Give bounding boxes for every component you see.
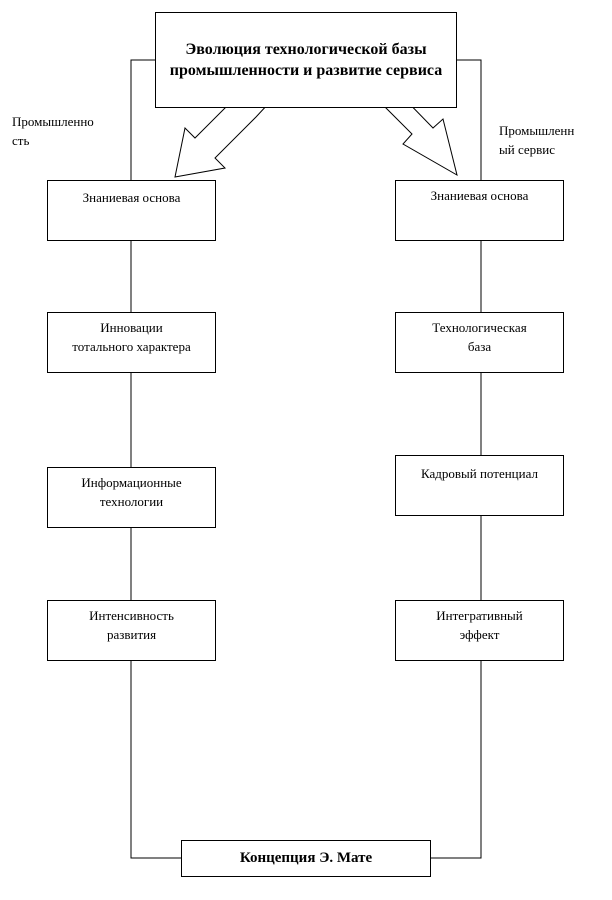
left-node-innovations-label: Инновации тотального характера — [72, 320, 191, 354]
left-node-intensity-label: Интенсивность развития — [89, 608, 174, 642]
left-node-knowledge-label: Знаниевая основа — [82, 190, 181, 205]
left-node-knowledge: Знаниевая основа — [47, 180, 216, 241]
left-node-innovations: Инновации тотального характера — [47, 312, 216, 373]
left-node-it-label: Информационные технологии — [81, 475, 182, 509]
left-node-it: Информационные технологии — [47, 467, 216, 528]
right-node-knowledge: Знаниевая основа — [395, 180, 564, 241]
right-node-tech-base: Технологическая база — [395, 312, 564, 373]
left-node-intensity: Интенсивность развития — [47, 600, 216, 661]
bottom-concept-box: Концепция Э. Мате — [181, 840, 431, 877]
diagram-title-box: Эволюция технологической базы промышленн… — [155, 12, 457, 108]
left-branch-label: Промышленно сть — [12, 114, 94, 148]
right-node-personnel: Кадровый потенциал — [395, 455, 564, 516]
right-node-knowledge-label: Знаниевая основа — [430, 188, 529, 203]
bottom-concept-label: Концепция Э. Мате — [239, 850, 373, 866]
right-node-integrative-label: Интегративный эффект — [436, 608, 523, 642]
right-node-integrative: Интегративный эффект — [395, 600, 564, 661]
diagram-title: Эволюция технологической базы промышленн… — [169, 41, 443, 79]
left-connector-line — [130, 59, 181, 859]
right-branch-label: Промышленн ый сервис — [499, 123, 575, 157]
right-node-tech-base-label: Технологическая база — [432, 320, 527, 354]
right-node-personnel-label: Кадровый потенциал — [421, 466, 538, 481]
